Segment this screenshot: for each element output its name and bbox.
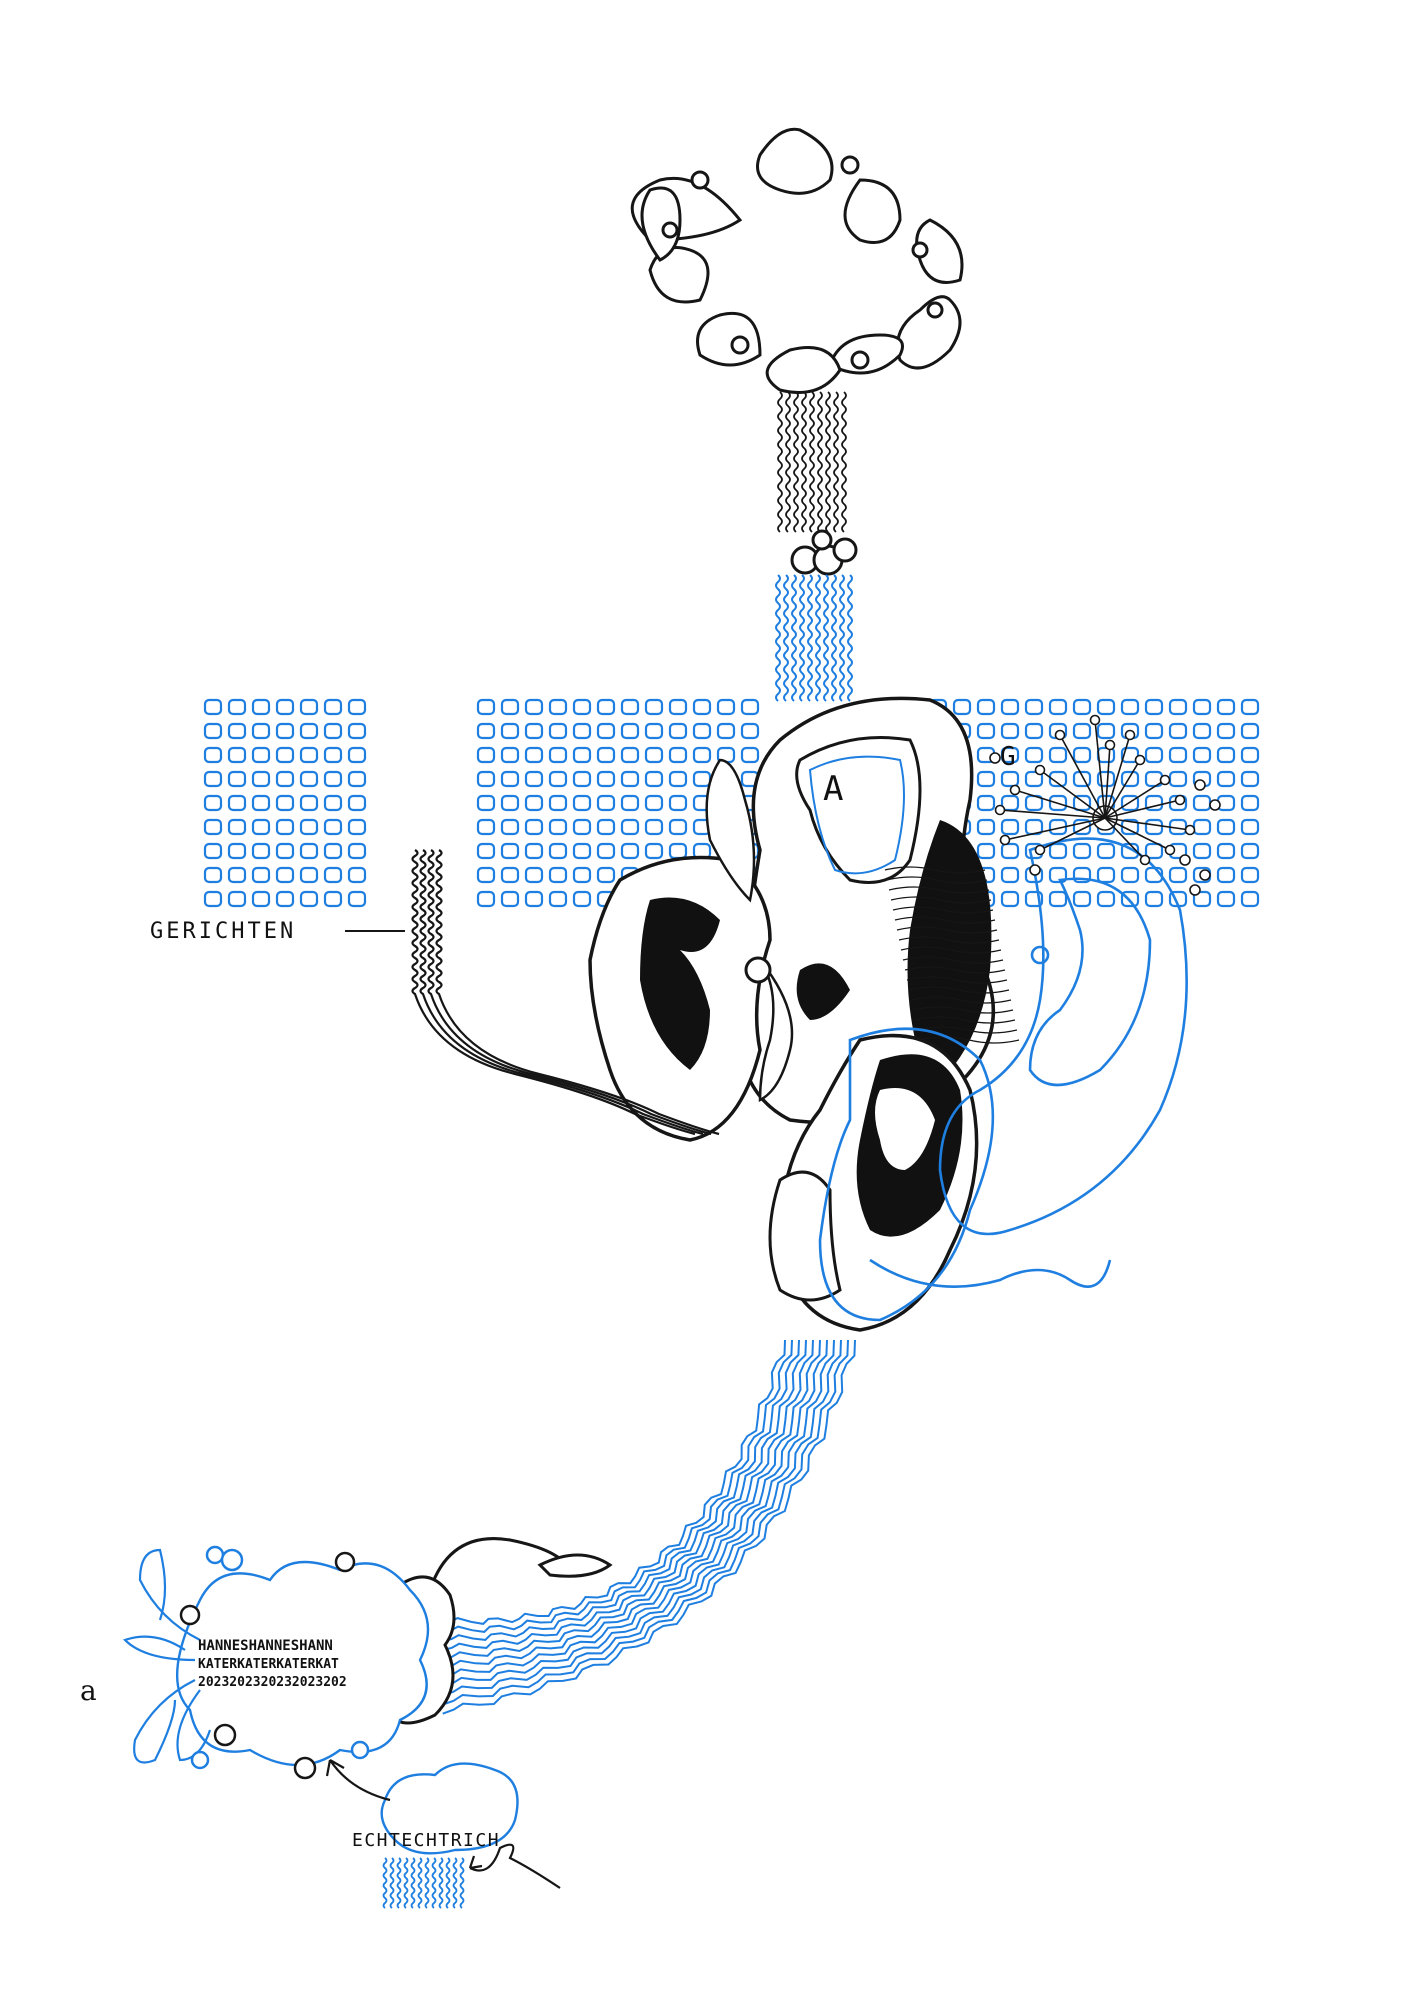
blue-ear-outlines bbox=[818, 837, 1188, 1322]
blue-wave-river bbox=[442, 1339, 856, 1715]
letter-a: A bbox=[823, 769, 843, 809]
pod-chain-loop bbox=[630, 127, 964, 394]
lower-ear-forms bbox=[768, 1033, 979, 1332]
sunburst-with-dots bbox=[989, 714, 1221, 896]
letter-g: G bbox=[1000, 742, 1016, 772]
cloud-sprouts bbox=[122, 1548, 212, 1764]
blue-wave-stream bbox=[775, 574, 853, 702]
black-wave-tube-left bbox=[411, 849, 720, 1136]
gerichten-label: GERICHTEN bbox=[150, 919, 296, 944]
cloud-rings bbox=[179, 1545, 370, 1780]
bottom-cloud bbox=[380, 1762, 519, 1855]
blue-grid-left bbox=[203, 698, 367, 908]
curled-arrow-right bbox=[468, 1843, 561, 1889]
chain-links bbox=[661, 155, 944, 370]
black-wave-stream bbox=[777, 391, 847, 533]
bubble-cluster bbox=[790, 529, 858, 576]
cloud-text-line-3: 2023202320232023202 bbox=[198, 1675, 347, 1690]
cloud-bed bbox=[175, 1560, 430, 1767]
bottom-blue-waves bbox=[382, 1857, 465, 1909]
echtechtrich-label: ECHTECHTRICH bbox=[352, 1830, 500, 1851]
cloud-text-line-2: KATERKATERKATERKAT bbox=[198, 1657, 339, 1672]
curled-arrow-left bbox=[325, 1759, 391, 1802]
stem-and-leaf bbox=[428, 1537, 613, 1591]
organ-hatching bbox=[884, 866, 1020, 1044]
cloud-text-line-1: HANNESHANNESHANN bbox=[198, 1638, 333, 1654]
margin-letter-a: a bbox=[80, 1674, 97, 1707]
